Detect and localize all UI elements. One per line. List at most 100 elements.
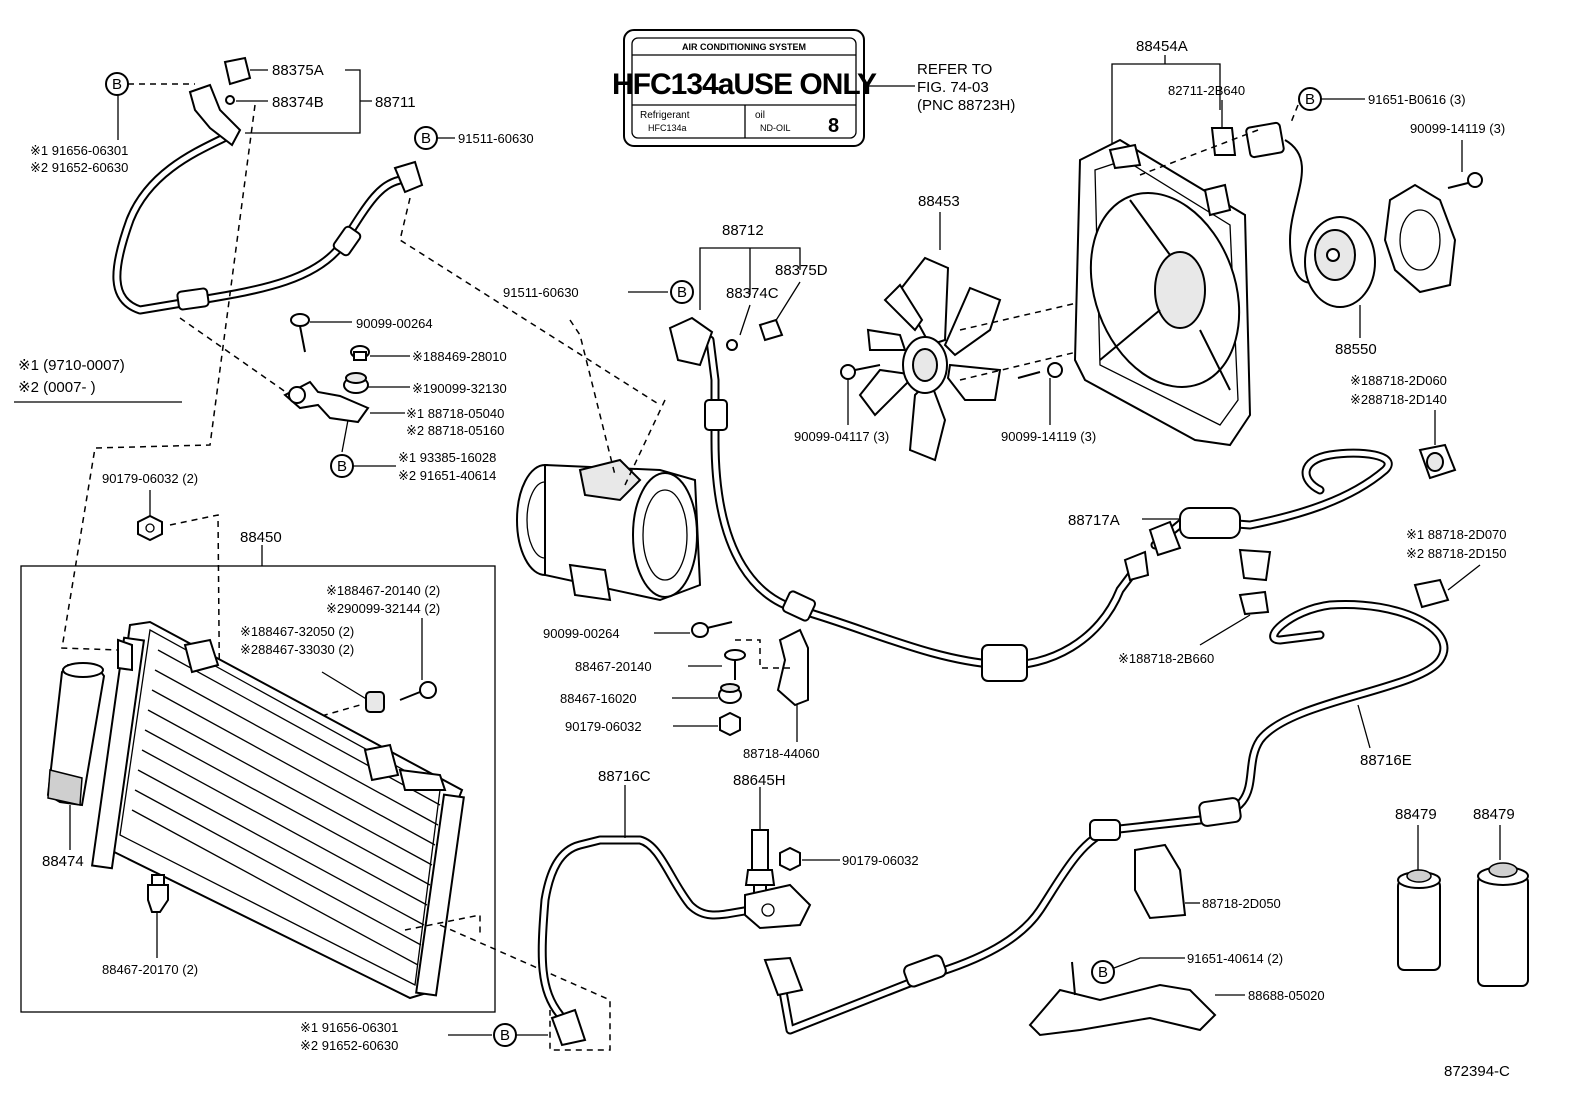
label-91511-mid: 91511-60630 [503, 285, 579, 300]
refer-line-3: (PNC 88723H) [917, 97, 1015, 114]
label-88479-b: 88479 [1473, 806, 1515, 823]
label-288718-2D150: ※2 88718-2D150 [1406, 546, 1507, 561]
clamp-188718-2D060 [1418, 443, 1457, 480]
cap-88375D [758, 318, 784, 342]
legend-item-1: ※1 (9710-0007) [18, 357, 125, 374]
clamp-188718-2B660 [1238, 548, 1272, 616]
label-188718-2D070: ※1 88718-2D070 [1406, 527, 1507, 542]
bolt-marker-b: B [1298, 87, 1322, 111]
refrigerant-label: Refrigerant [640, 110, 690, 121]
label-91656-top: ※1 91656-06301 [30, 143, 128, 158]
bolt-marker-b: B [330, 454, 354, 478]
bracket-88718-44060 [776, 628, 809, 707]
label-91511-top: 91511-60630 [458, 131, 534, 146]
label-90179-mid: 90179-06032 [565, 719, 642, 734]
label-91651-40614: 91651-40614 (2) [1187, 951, 1283, 966]
refrigerant-label-plate: AIR CONDITIONING SYSTEM HFC134aUSE ONLY … [612, 29, 878, 147]
bolt-90099-00264-top [290, 313, 310, 353]
bolt-90099-14119-top [1447, 172, 1483, 189]
liquid-pipe-88716C [537, 835, 755, 1047]
discharge-hose-88711 [112, 83, 424, 315]
clip-82711 [1210, 127, 1237, 156]
condenser-88450 [90, 620, 465, 1000]
label-288718-05160: ※2 88718-05160 [406, 423, 504, 438]
bolt-90099-00264-mid [691, 621, 733, 638]
condenser-group-box [20, 565, 496, 1013]
oil-number: 8 [828, 115, 839, 137]
label-88717A: 88717A [1068, 512, 1120, 529]
bolt-marker-b: B [493, 1023, 517, 1047]
label-88479-a: 88479 [1395, 806, 1437, 823]
clip-88467-20140 [724, 649, 746, 680]
label-88688: 88688-05020 [1248, 988, 1325, 1003]
bolt-marker-b: B [1091, 960, 1115, 984]
label-188467-20140: ※188467-20140 (2) [326, 583, 440, 598]
label-88450: 88450 [240, 529, 282, 546]
label-88374C: 88374C [726, 285, 779, 302]
label-91656-bot: ※1 91656-06301 [300, 1020, 398, 1035]
label-91652-bot: ※2 91652-60630 [300, 1038, 398, 1053]
label-290099-32144: ※290099-32144 (2) [326, 601, 440, 616]
motor-bracket [1383, 183, 1457, 294]
label-88453: 88453 [918, 193, 960, 210]
bolt-marker-b: B [670, 280, 694, 304]
label-88550: 88550 [1335, 341, 1377, 358]
label-291651: ※2 91651-40614 [398, 468, 496, 483]
label-88375A: 88375A [272, 62, 324, 79]
bracket-88688-05020 [1028, 961, 1217, 1037]
receiver-88474 [46, 662, 106, 807]
cushion-88467-16020 [718, 683, 742, 704]
label-188467-32050: ※188467-32050 (2) [240, 624, 354, 639]
label-190099: ※190099-32130 [412, 381, 507, 396]
svg-text:B: B [337, 458, 347, 475]
label-91652-top: ※2 91652-60630 [30, 160, 128, 175]
label-90099-04117: 90099-04117 (3) [794, 429, 889, 444]
fan-88453 [858, 256, 1002, 462]
label-90179-top: 90179-06032 (2) [102, 471, 198, 486]
bolt-290099-32144 [399, 681, 437, 701]
label-88711: 88711 [375, 94, 416, 111]
label-82711: 82711-2B640 [1168, 83, 1245, 98]
label-88467-20140: 88467-20140 [575, 659, 652, 674]
connector-motor [1245, 121, 1285, 159]
oil-label: oil [755, 110, 765, 121]
cushion-188467-32050 [365, 691, 385, 713]
compressor [516, 458, 702, 602]
bracket-88718-2D050 [1134, 843, 1187, 920]
bolt-marker-b: B [105, 72, 129, 96]
fan-shroud-88454A [1073, 138, 1252, 447]
label-188469: ※188469-28010 [412, 349, 507, 364]
label-88474: 88474 [42, 853, 84, 870]
hose-88717A [1148, 448, 1393, 557]
svg-text:B: B [1305, 91, 1315, 108]
label-88454A: 88454A [1136, 38, 1188, 55]
refrigerant-can-88479-b [1477, 862, 1529, 987]
label-188718-2B660: ※188718-2B660 [1118, 651, 1214, 666]
cushion-88469 [350, 345, 370, 361]
pipe-88716E [763, 599, 1449, 1035]
valve-core-88374B [225, 95, 235, 105]
label-88467-20170: 88467-20170 (2) [102, 962, 198, 977]
label-plate-header: AIR CONDITIONING SYSTEM [682, 42, 806, 52]
suction-hose-88712 [668, 316, 1150, 682]
bracket-88718-05040 [283, 380, 370, 424]
valve-core-88374C [726, 339, 738, 351]
label-288718-2D140: ※288718-2D140 [1350, 392, 1447, 407]
label-88712: 88712 [722, 222, 764, 239]
bolt-90099-14119-mid [1017, 362, 1063, 379]
bolt-marker-b: B [414, 126, 438, 150]
refrigerant-can-88479-a [1397, 869, 1441, 971]
svg-text:B: B [500, 1027, 510, 1044]
plug-88467-20170 [147, 874, 169, 913]
label-188718-05040: ※1 88718-05040 [406, 406, 504, 421]
nut-90179-top [137, 514, 163, 542]
refer-line-1: REFER TO [917, 61, 992, 78]
label-88716E: 88716E [1360, 752, 1412, 769]
label-88718-2D050: 88718-2D050 [1202, 896, 1281, 911]
label-188718-2D060: ※188718-2D060 [1350, 373, 1447, 388]
pipe-block [744, 883, 812, 930]
label-90099-14119-top: 90099-14119 (3) [1410, 121, 1505, 136]
fan-motor-88550 [1304, 216, 1376, 308]
label-90099-00264-top: 90099-00264 [356, 316, 433, 331]
label-193385: ※1 93385-16028 [398, 450, 496, 465]
